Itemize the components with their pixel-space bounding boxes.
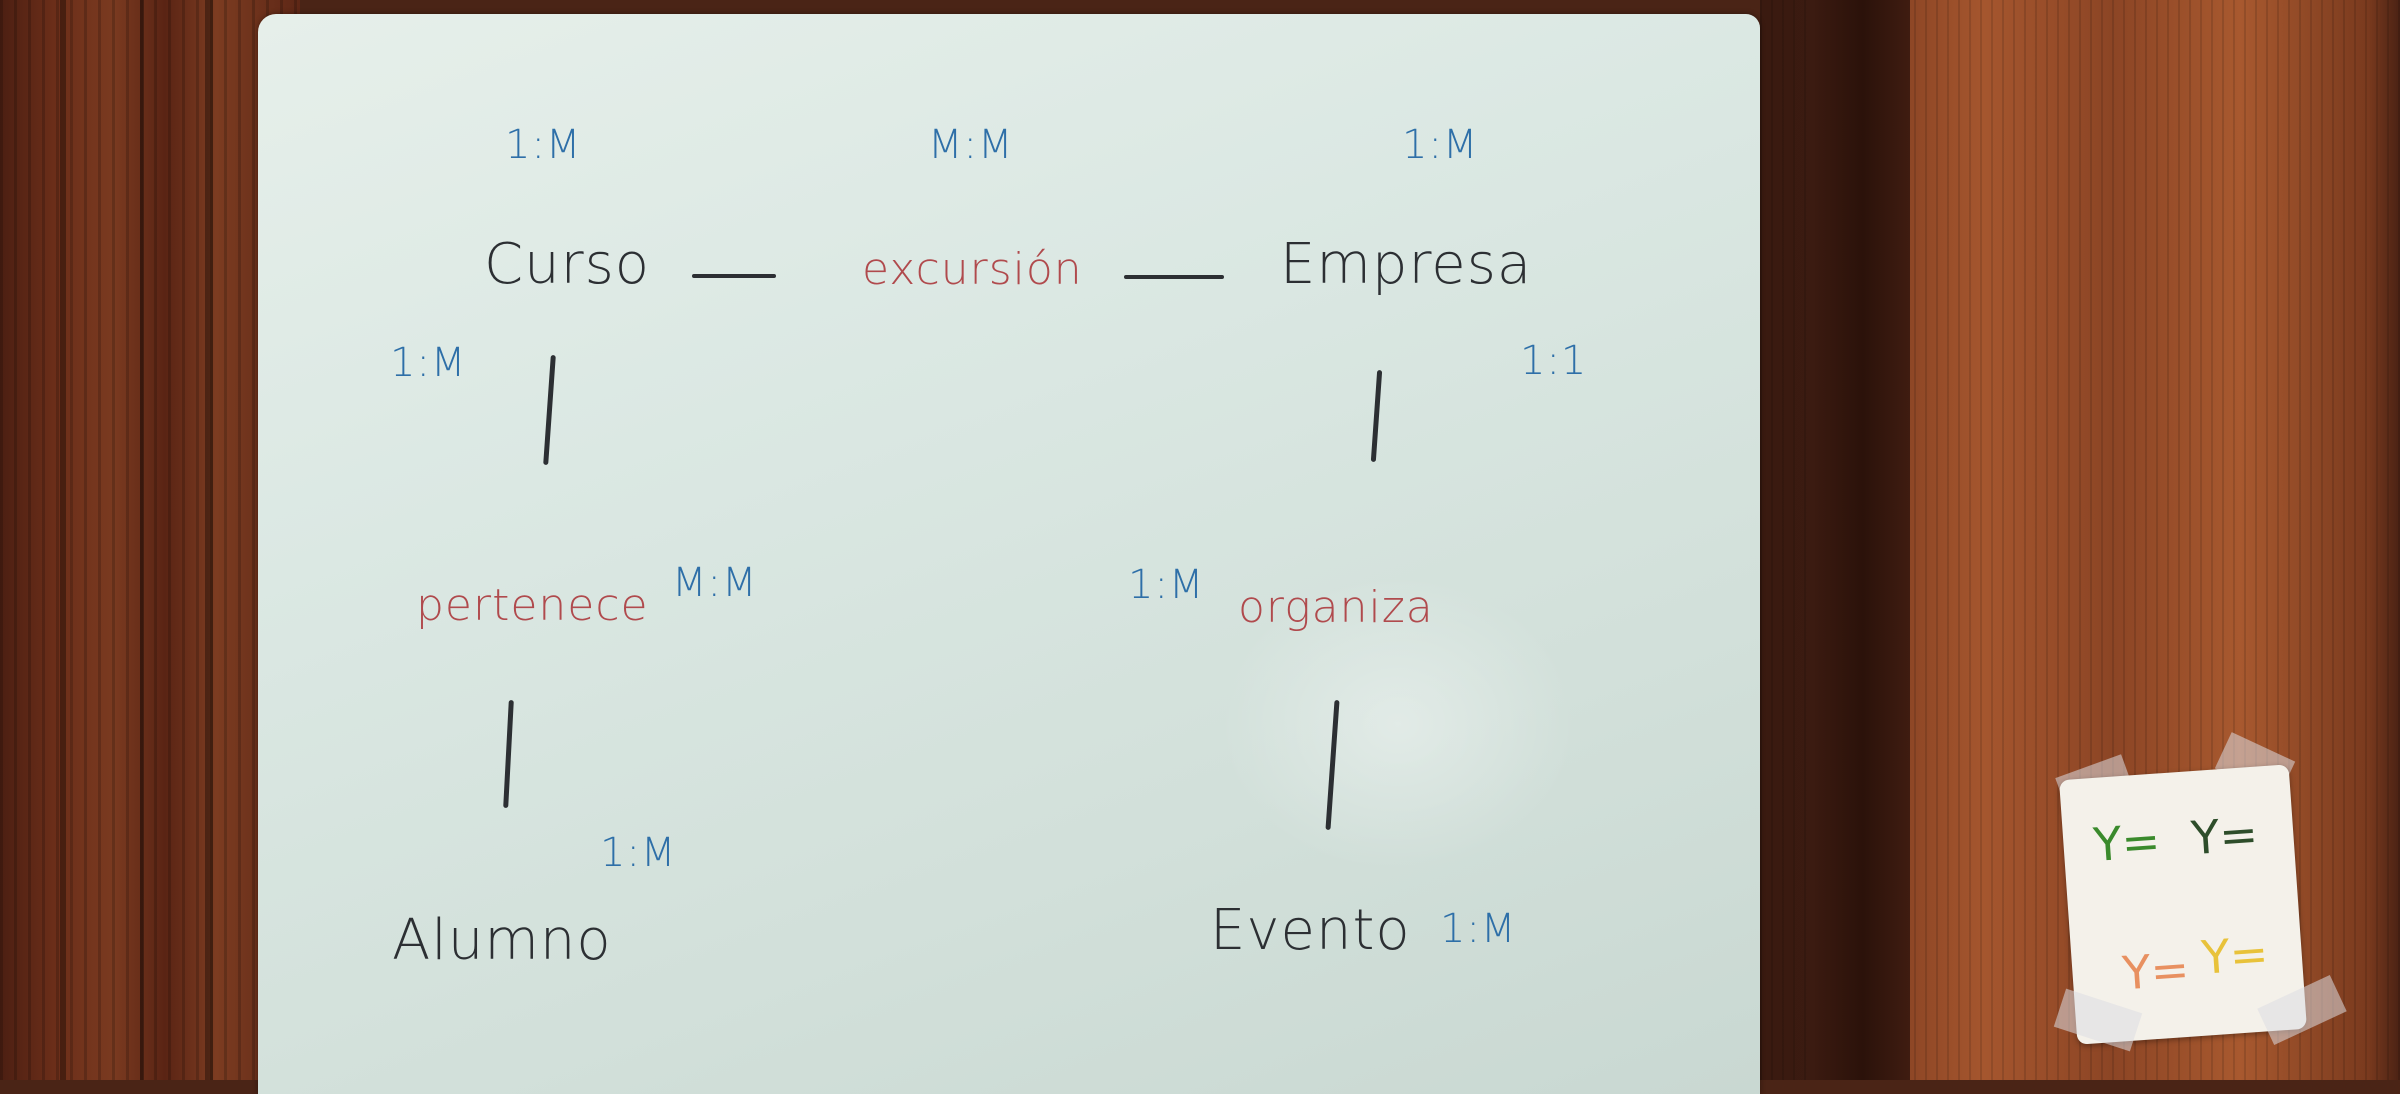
cardinality-alumno-top: 1:M [600,830,677,876]
entity-curso: Curso [484,232,651,297]
cardinality-curso-top: 1:M [505,122,582,168]
light-glare [1218,574,1578,874]
connector-line [692,274,776,278]
cardinality-excursion-top: M:M [928,122,1014,168]
cardinality-curso-left: 1:M [390,340,467,386]
dark-green-symbol-icon: Y= [2189,806,2260,866]
wooden-door-left [0,0,300,1080]
cardinality-empresa-right: 1:1 [1520,338,1588,384]
door-molding-line [60,0,66,1080]
whiteboard [258,14,1760,1094]
entity-alumno: Alumno [392,908,612,973]
connector-line [1124,275,1224,279]
cardinality-evento-right: 1:M [1440,906,1517,952]
door-molding-line [205,0,213,1080]
relation-pertenece: pertenece [416,580,649,631]
cardinality-organiza-left: 1:M [1128,562,1205,608]
cardinality-empresa-top: 1:M [1402,122,1479,168]
door-gap-shadow [1815,0,1910,1080]
relation-excursion: excursión [862,244,1083,295]
entity-empresa: Empresa [1280,232,1533,297]
cardinality-pertenece-right: M:M [672,560,758,606]
relation-organiza: organiza [1238,582,1434,633]
entity-evento: Evento [1210,898,1411,963]
green-symbol-icon: Y= [2091,813,2163,873]
door-molding-line [140,0,144,1080]
orange-symbol-icon: Y= [2120,941,2192,1001]
yellow-symbol-icon: Y= [2199,926,2271,985]
